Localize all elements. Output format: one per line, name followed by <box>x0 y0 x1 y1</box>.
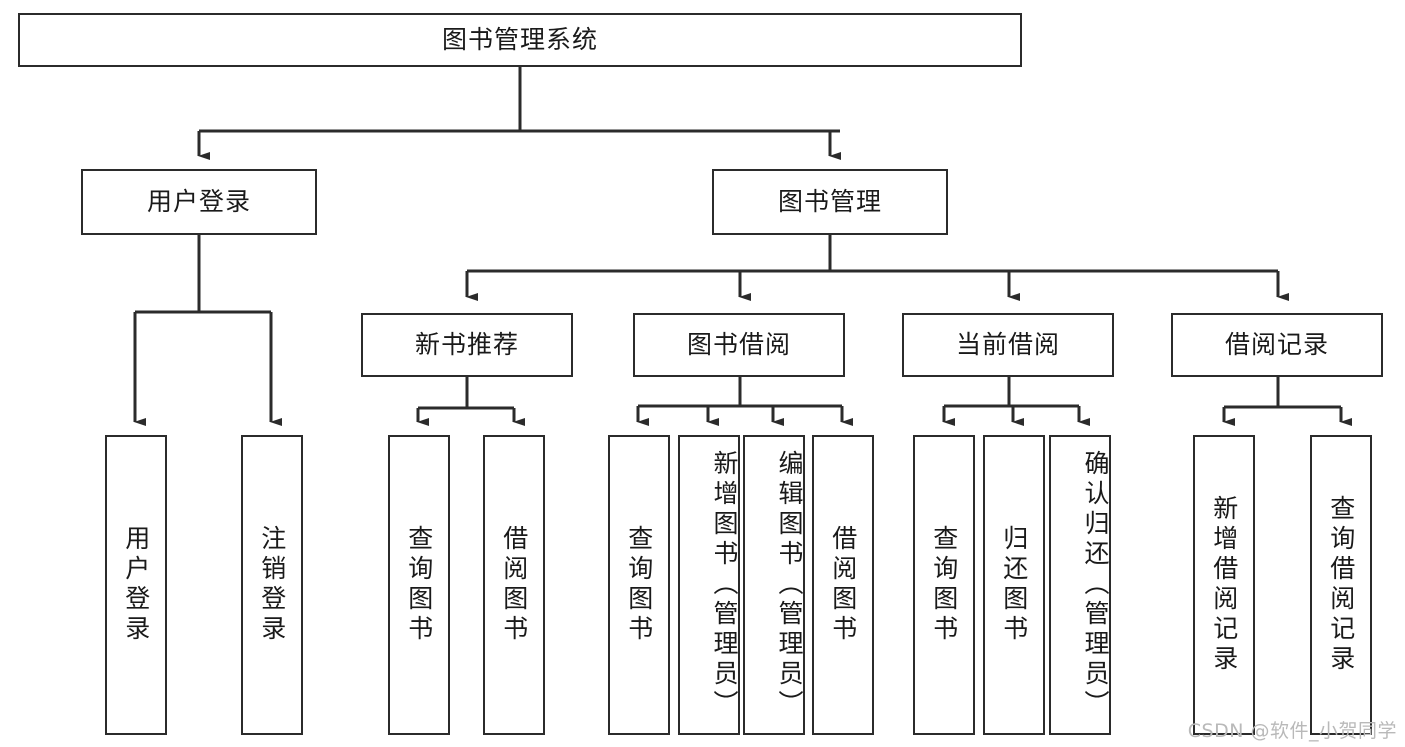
leaf-confirm-return-label: 确认归还（管理员） <box>1081 450 1110 720</box>
leaf-return-book[interactable]: 归还图书 <box>983 435 1045 735</box>
leaf-query-book-3-label: 查询图书 <box>929 525 959 645</box>
node-user-login[interactable]: 用户登录 <box>81 169 317 235</box>
leaf-add-record[interactable]: 新增借阅记录 <box>1193 435 1255 735</box>
leaf-edit-book-label: 编辑图书（管理员） <box>775 450 804 720</box>
leaf-add-record-label: 新增借阅记录 <box>1209 495 1239 675</box>
watermark: CSDN @软件_小贺同学 <box>1187 720 1397 742</box>
leaf-borrow-book-2[interactable]: 借阅图书 <box>812 435 874 735</box>
node-borrow-record[interactable]: 借阅记录 <box>1171 313 1383 377</box>
node-book-borrow[interactable]: 图书借阅 <box>633 313 845 377</box>
leaf-query-book-2-label: 查询图书 <box>624 525 654 645</box>
leaf-add-book-label: 新增图书（管理员） <box>710 450 739 720</box>
leaf-edit-book[interactable]: 编辑图书（管理员） <box>743 435 805 735</box>
leaf-return-book-label: 归还图书 <box>999 525 1029 645</box>
node-borrow-record-label: 借阅记录 <box>1224 330 1329 360</box>
leaf-add-book[interactable]: 新增图书（管理员） <box>678 435 740 735</box>
node-root[interactable]: 图书管理系统 <box>18 13 1022 67</box>
node-user-login-label: 用户登录 <box>146 187 251 217</box>
node-new-book-recommend[interactable]: 新书推荐 <box>361 313 573 377</box>
node-book-manage[interactable]: 图书管理 <box>712 169 948 235</box>
node-new-book-recommend-label: 新书推荐 <box>414 330 519 360</box>
node-current-borrow-label: 当前借阅 <box>955 330 1060 360</box>
leaf-borrow-book-1-label: 借阅图书 <box>499 525 529 645</box>
node-current-borrow[interactable]: 当前借阅 <box>902 313 1114 377</box>
leaf-user-login-label: 用户登录 <box>121 525 151 645</box>
leaf-logout-label: 注销登录 <box>257 525 287 645</box>
node-book-borrow-label: 图书借阅 <box>686 330 791 360</box>
leaf-confirm-return[interactable]: 确认归还（管理员） <box>1049 435 1111 735</box>
leaf-query-record-label: 查询借阅记录 <box>1326 495 1356 675</box>
leaf-logout[interactable]: 注销登录 <box>241 435 303 735</box>
leaf-borrow-book-1[interactable]: 借阅图书 <box>483 435 545 735</box>
leaf-query-book-3[interactable]: 查询图书 <box>913 435 975 735</box>
leaf-borrow-book-2-label: 借阅图书 <box>828 525 858 645</box>
leaf-user-login[interactable]: 用户登录 <box>105 435 167 735</box>
node-root-label: 图书管理系统 <box>441 25 598 55</box>
leaf-query-book-1-label: 查询图书 <box>404 525 434 645</box>
leaf-query-book-1[interactable]: 查询图书 <box>388 435 450 735</box>
leaf-query-record[interactable]: 查询借阅记录 <box>1310 435 1372 735</box>
node-book-manage-label: 图书管理 <box>777 187 882 217</box>
leaf-query-book-2[interactable]: 查询图书 <box>608 435 670 735</box>
